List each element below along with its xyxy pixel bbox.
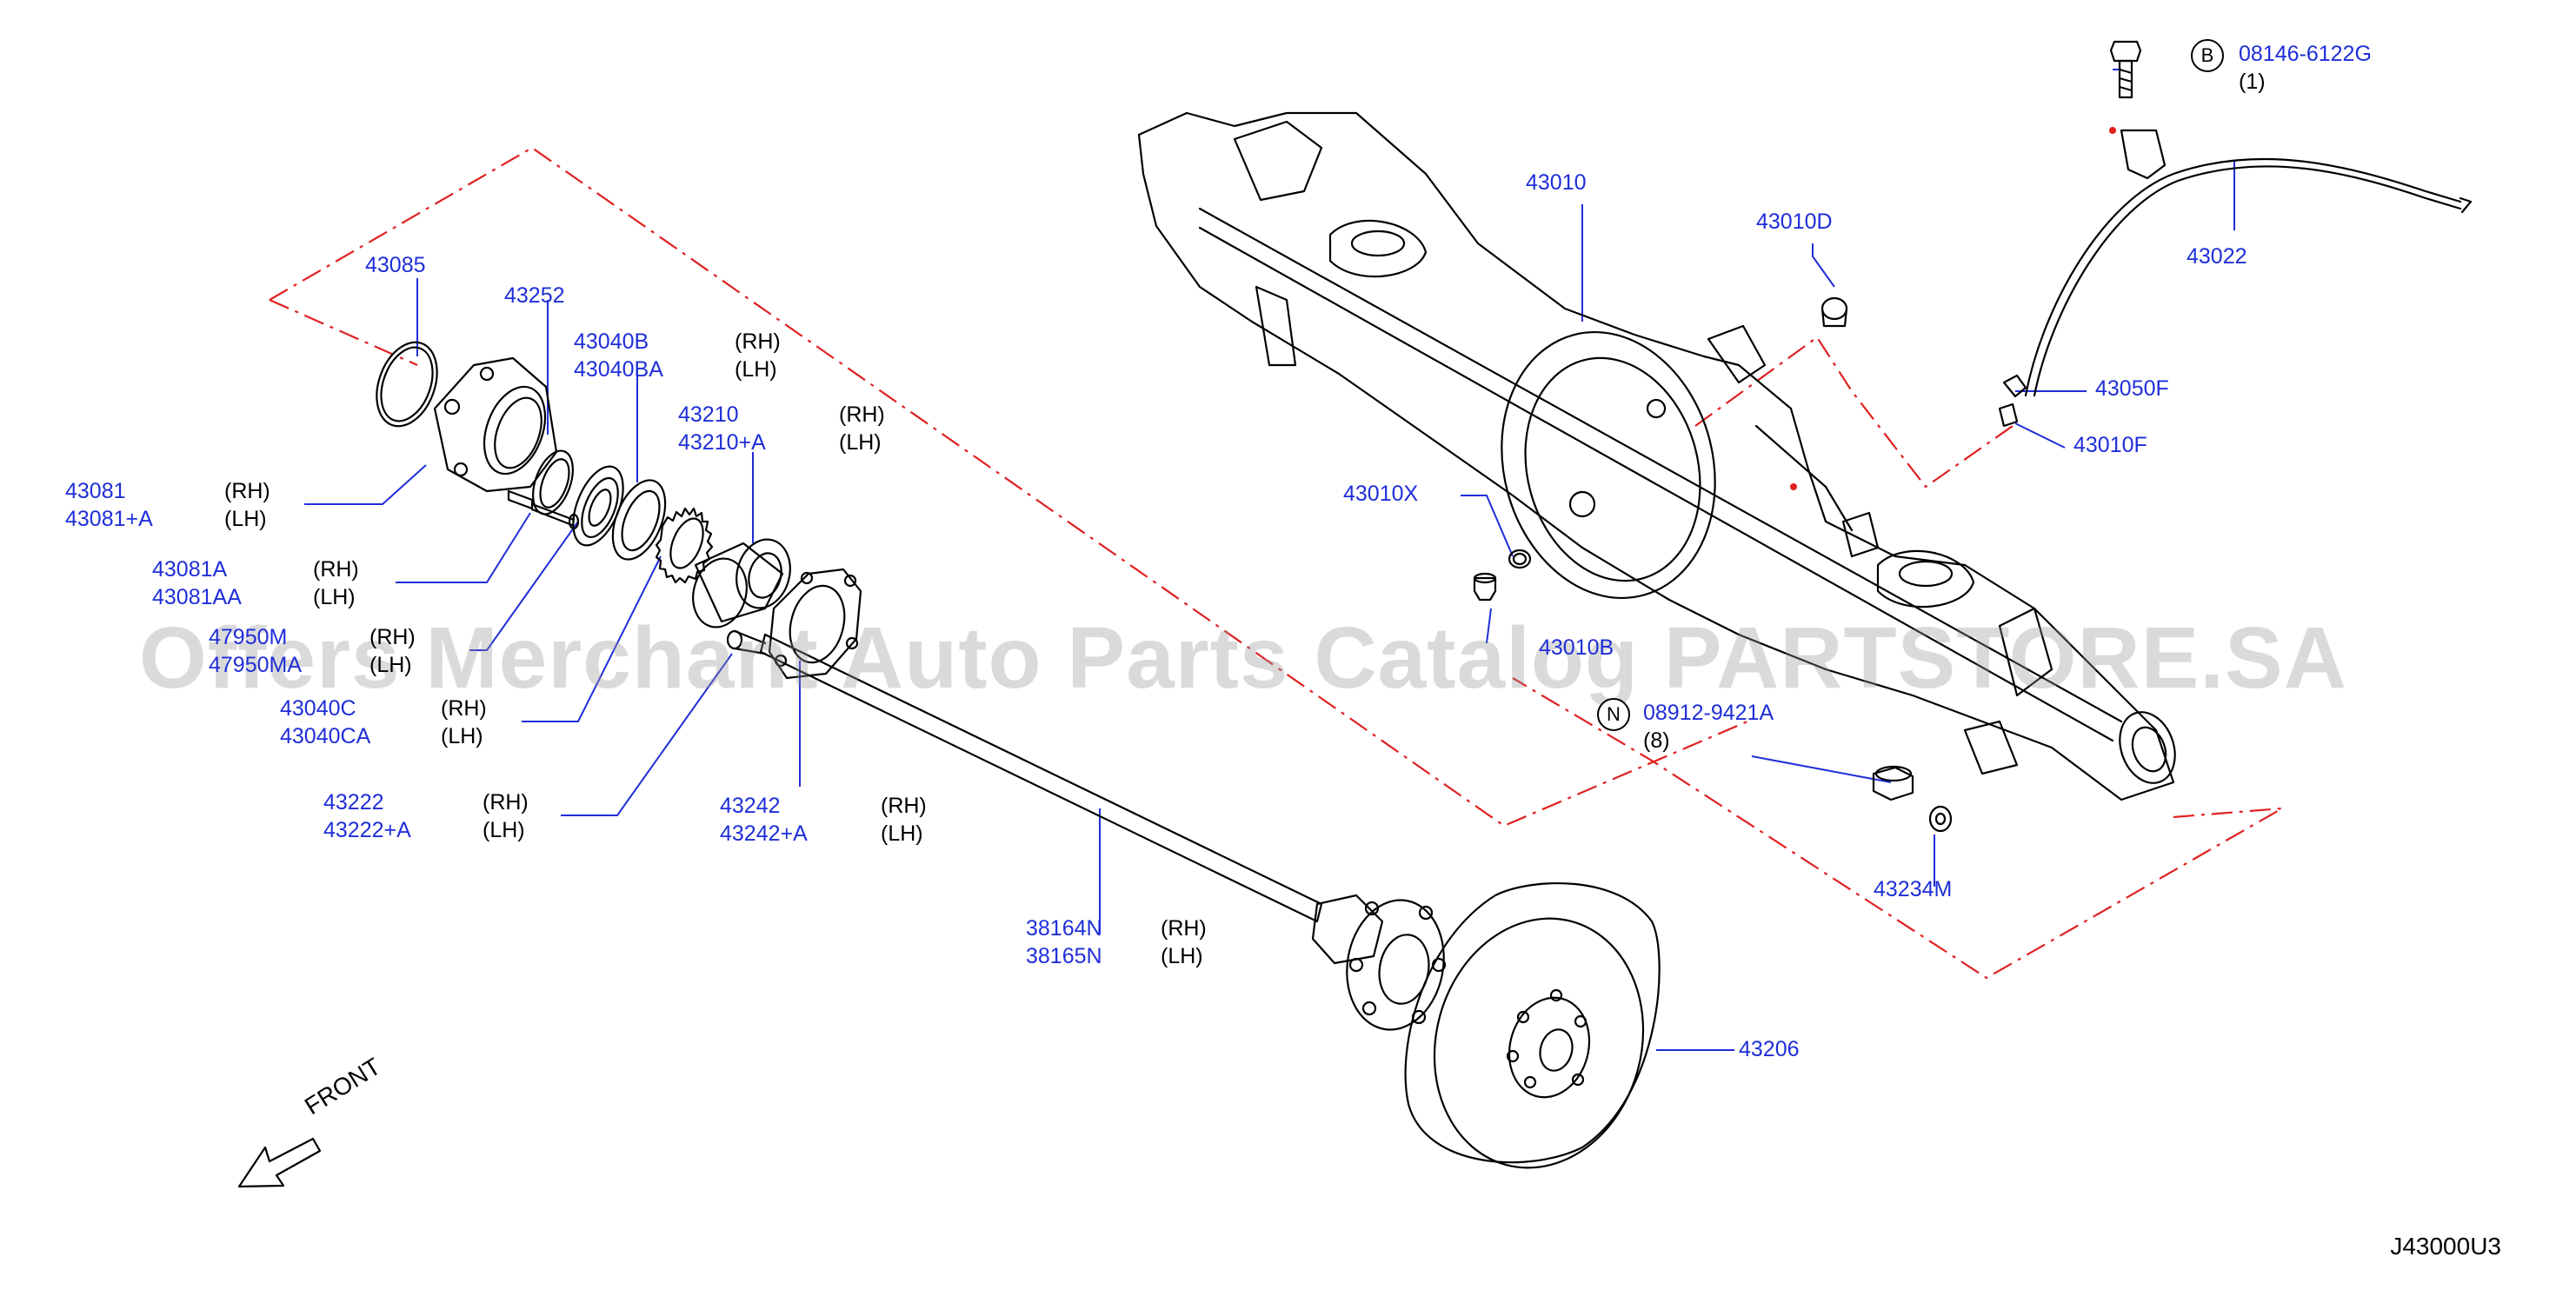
side-lh: (LH) [224, 507, 267, 531]
brake-drum-43206 [1404, 881, 1661, 1164]
prefix-n-badge: N [1597, 698, 1630, 731]
label-43234M[interactable]: 43234M [1874, 877, 1953, 901]
side-rh: (RH) [1161, 916, 1207, 941]
label-43040B[interactable]: 43040B [574, 329, 649, 354]
label-43040CA[interactable]: 43040CA [280, 724, 371, 748]
label-43242A[interactable]: 43242+A [720, 821, 808, 846]
diagram-code: J43000U3 [2390, 1233, 2501, 1260]
label-43010[interactable]: 43010 [1526, 170, 1587, 195]
prefix-b-badge: B [2191, 39, 2224, 72]
label-38165N[interactable]: 38165N [1026, 944, 1102, 968]
qty-08912: (8) [1643, 728, 1670, 753]
breather-cap-43010D [1821, 296, 1848, 321]
bolt-08146 [2109, 40, 2142, 63]
label-43010F[interactable]: 43010F [2073, 433, 2147, 457]
side-lh: (LH) [369, 653, 412, 677]
label-43222A[interactable]: 43222+A [323, 818, 411, 842]
label-43081A[interactable]: 43081A [152, 557, 228, 582]
fitting-43050F [2002, 374, 2027, 398]
marker-dots [1790, 127, 2116, 490]
label-47950M[interactable]: 47950M [209, 625, 288, 649]
side-rh: (RH) [735, 329, 781, 354]
toothed-ring [655, 507, 714, 584]
axle-housing-43010 [1137, 111, 2175, 801]
side-rh: (RH) [441, 696, 487, 721]
ring-43040C [611, 479, 667, 561]
label-47950MA[interactable]: 47950MA [209, 653, 303, 677]
label-43085[interactable]: 43085 [365, 253, 426, 277]
label-43252[interactable]: 43252 [504, 283, 565, 308]
differential-cover [1501, 330, 1716, 600]
label-43010B[interactable]: 43010B [1539, 635, 1614, 660]
watermark: Offers Merchant Auto Parts Catalog PARTS… [139, 609, 2347, 707]
label-08146-6122G[interactable]: 08146-6122G [2239, 42, 2372, 66]
dash-frame [269, 146, 2283, 980]
label-43040C[interactable]: 43040C [280, 696, 356, 721]
o-ring-43085 [376, 341, 438, 428]
label-43206[interactable]: 43206 [1739, 1037, 1800, 1061]
side-lh: (LH) [441, 724, 483, 748]
label-43010D[interactable]: 43010D [1756, 209, 1833, 234]
label-43210[interactable]: 43210 [678, 402, 739, 427]
label-43081AA[interactable]: 43081AA [152, 585, 242, 609]
side-rh: (RH) [839, 402, 885, 427]
washer-43234M [1928, 805, 1953, 833]
label-43210A[interactable]: 43210+A [678, 430, 766, 455]
label-43081[interactable]: 43081 [65, 479, 126, 503]
side-lh: (LH) [839, 430, 882, 455]
side-lh: (LH) [313, 585, 356, 609]
side-rh: (RH) [313, 557, 359, 582]
side-rh: (RH) [881, 794, 927, 818]
label-43022[interactable]: 43022 [2187, 244, 2247, 269]
side-rh: (RH) [483, 790, 529, 815]
leader-lines [304, 69, 2235, 1051]
axle-flange [1346, 899, 1445, 1031]
side-lh: (LH) [483, 818, 525, 842]
brake-hose-43022 [2024, 157, 2462, 397]
nut-08912 [1872, 766, 1914, 801]
label-08912-9421A[interactable]: 08912-9421A [1643, 701, 1774, 725]
bolt-43081A [507, 489, 534, 510]
qty-08146: (1) [2239, 70, 2266, 94]
front-arrow [237, 1137, 322, 1188]
label-43050F[interactable]: 43050F [2095, 376, 2169, 401]
side-rh: (RH) [369, 625, 416, 649]
label-38164N[interactable]: 38164N [1026, 916, 1102, 941]
label-43081A-plus[interactable]: 43081+A [65, 507, 153, 531]
parts-art [237, 40, 2473, 1188]
fitting-43010F [1998, 402, 2019, 428]
axle-shaft-38164N [759, 633, 1323, 923]
side-lh: (LH) [881, 821, 923, 846]
seal-43252 [532, 449, 574, 515]
label-43222[interactable]: 43222 [323, 790, 384, 815]
label-43242[interactable]: 43242 [720, 794, 781, 818]
gasket-43010X [1508, 549, 1532, 569]
side-lh: (LH) [1161, 944, 1203, 968]
side-lh: (LH) [735, 357, 777, 382]
side-rh: (RH) [224, 479, 270, 503]
label-43040BA[interactable]: 43040BA [574, 357, 663, 382]
label-43010X[interactable]: 43010X [1343, 482, 1419, 506]
